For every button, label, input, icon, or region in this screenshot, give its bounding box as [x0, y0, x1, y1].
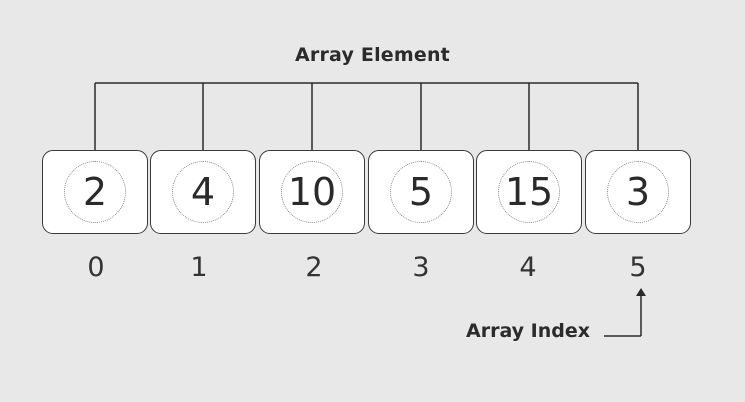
dotted-circle	[498, 161, 560, 223]
cell-value: 2	[82, 170, 108, 214]
index-pointer-arrowhead	[636, 288, 646, 296]
array-element-label: Array Element	[295, 44, 450, 66]
array-cell-1: 4	[150, 150, 256, 234]
array-cell-2: 10	[259, 150, 365, 234]
dotted-circle	[281, 161, 343, 223]
index-number-5: 5	[629, 252, 647, 283]
cell-value: 10	[287, 170, 337, 214]
dotted-circle	[390, 161, 452, 223]
cell-value: 15	[504, 170, 554, 214]
array-cell-4: 15	[476, 150, 582, 234]
dotted-circle	[607, 161, 669, 223]
index-number-4: 4	[519, 252, 537, 283]
index-number-2: 2	[305, 252, 323, 283]
array-cell-3: 5	[368, 150, 474, 234]
array-index-label: Array Index	[466, 320, 591, 342]
array-cell-5: 3	[585, 150, 691, 234]
index-number-3: 3	[412, 252, 430, 283]
dotted-circle	[172, 161, 234, 223]
index-number-1: 1	[190, 252, 208, 283]
cell-value: 4	[190, 170, 216, 214]
array-cell-0: 2	[42, 150, 148, 234]
cell-value: 5	[408, 170, 434, 214]
dotted-circle	[64, 161, 126, 223]
cell-value: 3	[625, 170, 651, 214]
index-number-0: 0	[87, 252, 105, 283]
